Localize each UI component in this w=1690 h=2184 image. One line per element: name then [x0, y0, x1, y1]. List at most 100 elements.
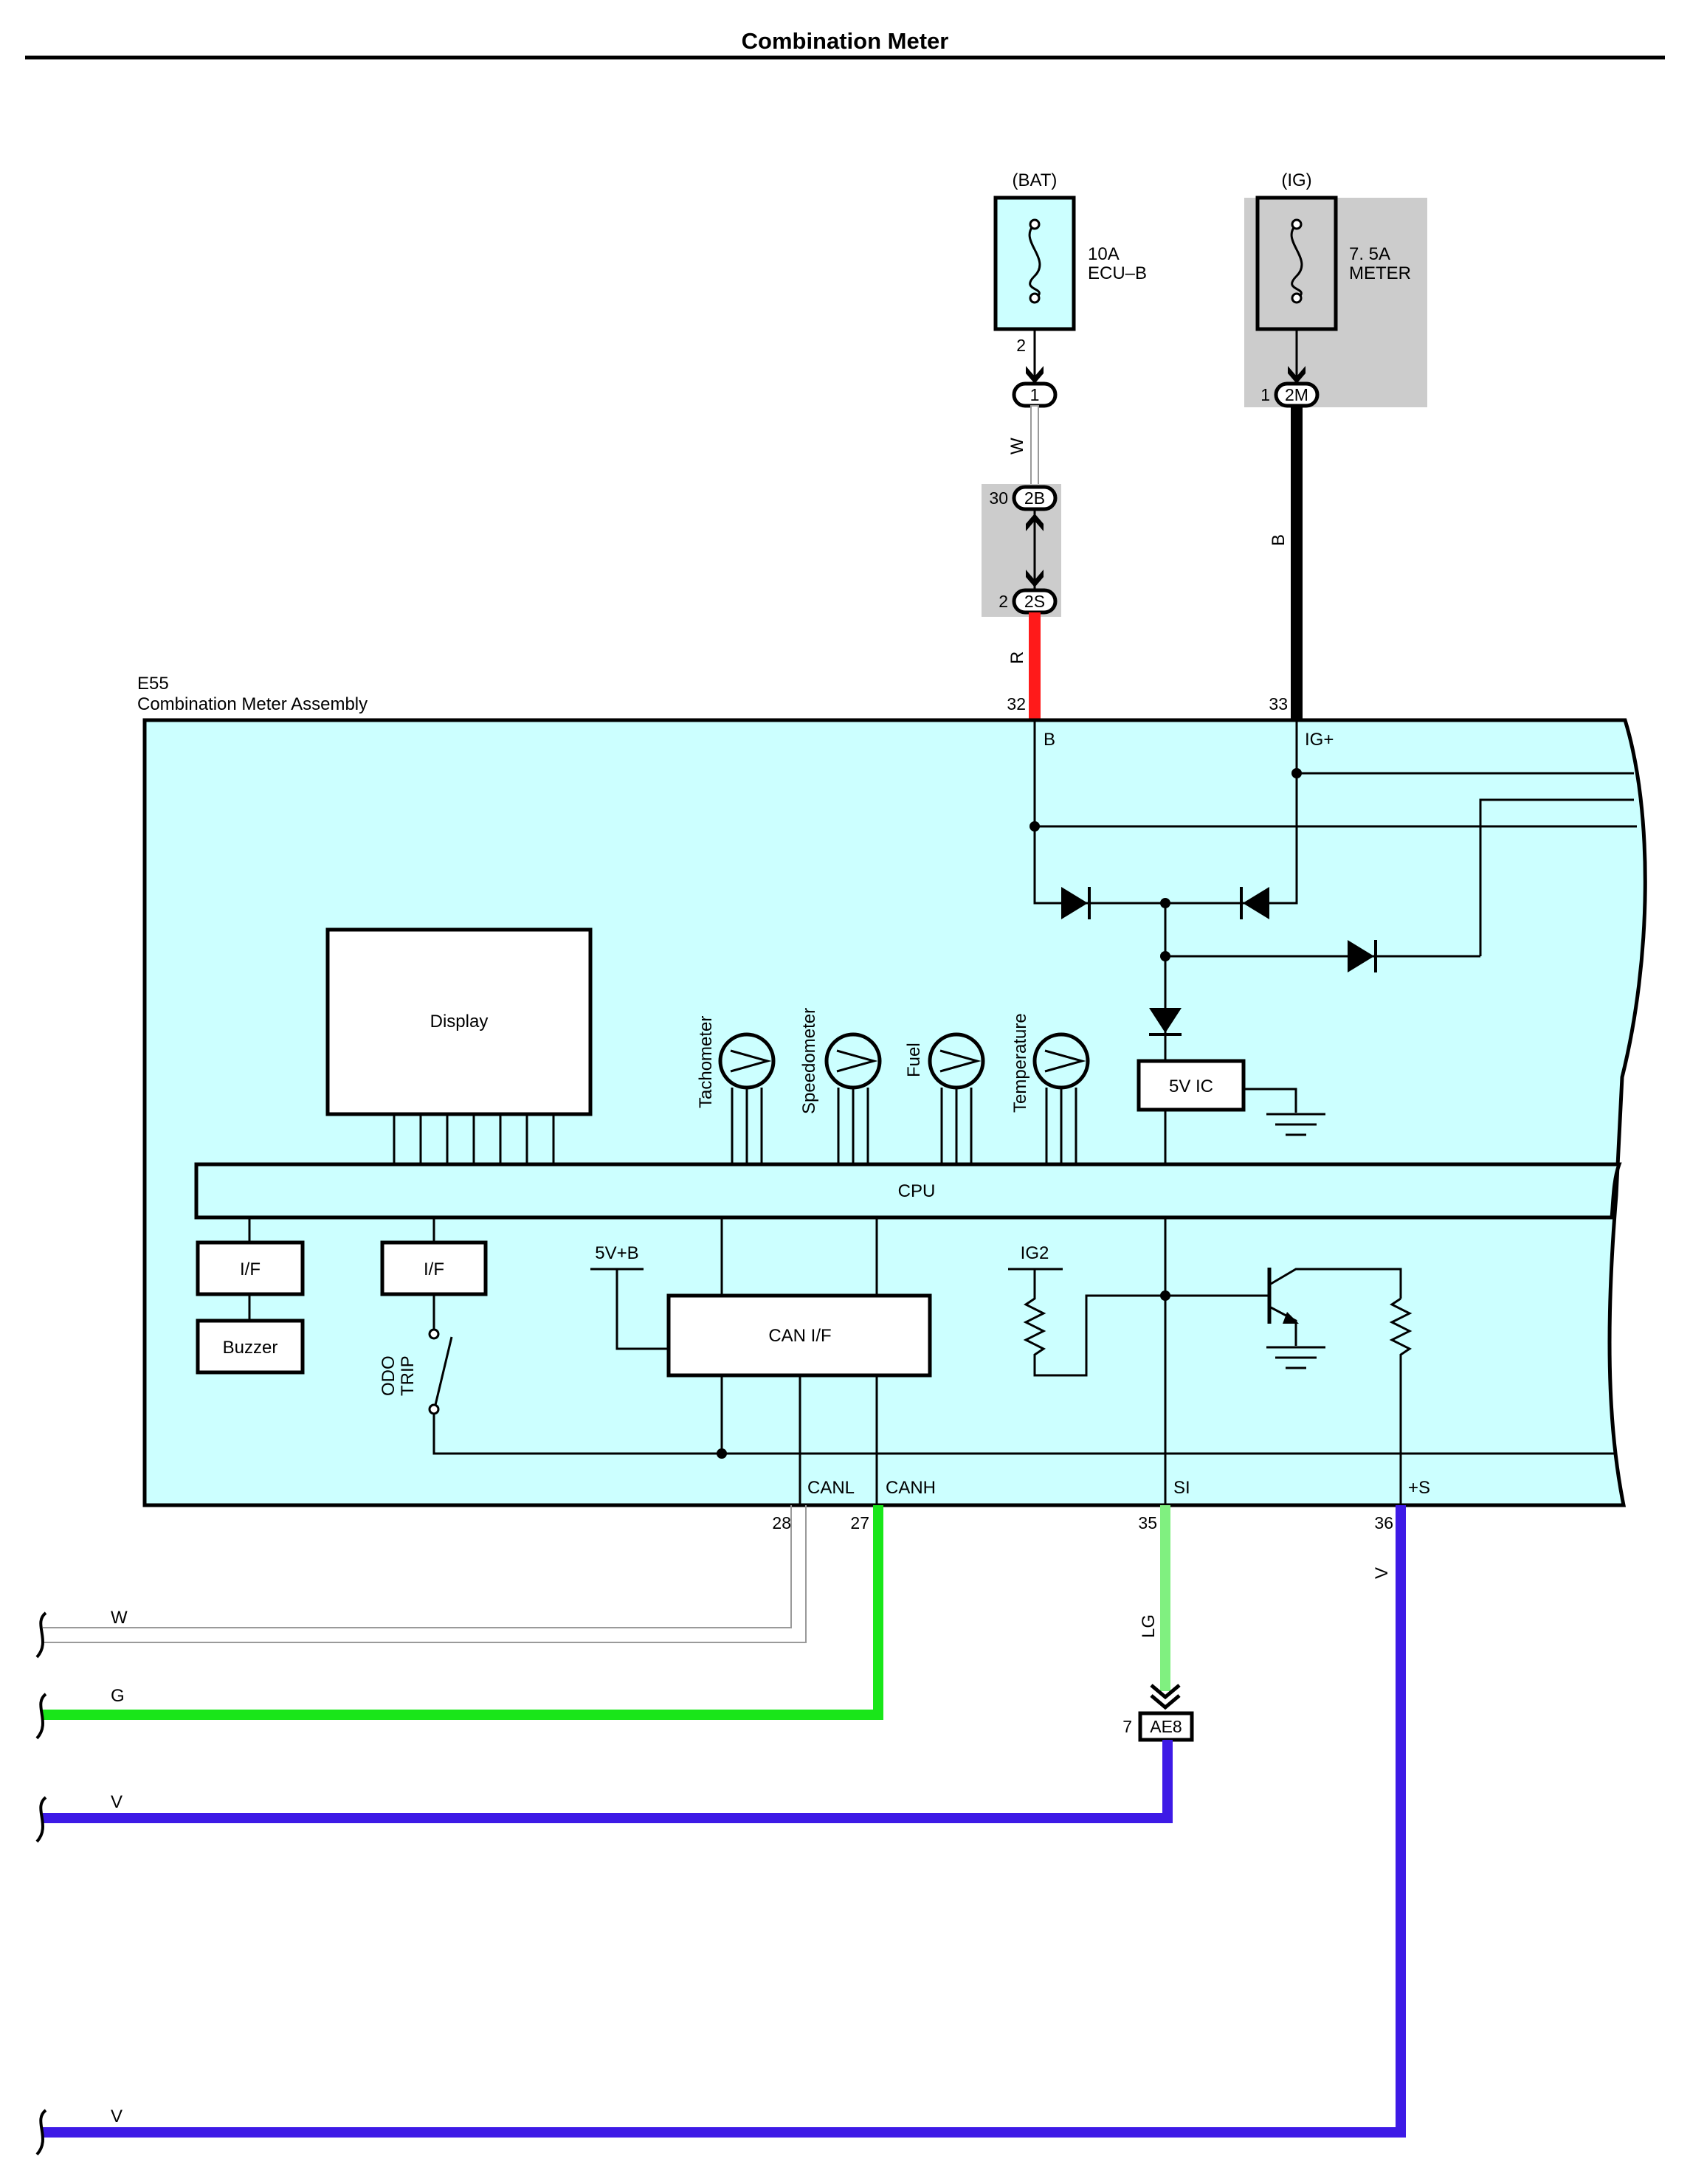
v5b-label: 5V+B	[595, 1243, 638, 1263]
ig2-label: IG2	[1021, 1243, 1049, 1263]
node-ig	[1291, 768, 1302, 778]
wire-g-can-label: G	[111, 1686, 125, 1706]
component-id: E55	[137, 674, 169, 694]
terminal-plus-s: +S	[1408, 1478, 1430, 1498]
display-label: Display	[430, 1012, 489, 1031]
pin-27: 27	[850, 1513, 869, 1532]
diode-b-icon	[1061, 887, 1088, 919]
pin-ae8: 7	[1122, 1717, 1132, 1736]
connector-2s-label: 2S	[1024, 592, 1045, 611]
gauge-temperature-label: Temperature	[1010, 1013, 1030, 1113]
conn-ae8-arrow-2	[1150, 1694, 1181, 1710]
switch-trip-label: TRIP	[398, 1355, 418, 1396]
pin-2s: 2	[999, 592, 1008, 611]
wire-b-top-label: B	[1269, 534, 1289, 546]
wire-break-g	[35, 1693, 47, 1740]
switch-terminal-top	[428, 1328, 440, 1340]
pin-28: 28	[772, 1513, 791, 1532]
gauge-speedometer-label: Speedometer	[799, 1008, 819, 1114]
fuse-meter-icon	[1290, 223, 1303, 301]
switch-odo-label: ODO	[379, 1355, 399, 1396]
wire-w-can-label: W	[111, 1608, 128, 1628]
wire-b-top	[1291, 406, 1303, 720]
diode-3-icon	[1348, 940, 1374, 972]
ic-5v-label: 5V IC	[1169, 1077, 1213, 1096]
odo-trip-switch-icon	[434, 1336, 453, 1406]
wire-w-can	[43, 1505, 792, 1628]
terminal-ig-plus: IG+	[1305, 730, 1334, 750]
diode-4-icon	[1149, 1008, 1182, 1033]
wire-w-can-inner	[43, 1505, 807, 1643]
pin-33: 33	[1269, 694, 1288, 713]
buzzer-label: Buzzer	[223, 1338, 278, 1358]
terminal-canl: CANL	[807, 1478, 855, 1498]
pin-2m: 1	[1260, 385, 1270, 404]
plus-s-resistor-icon	[1389, 1297, 1413, 1505]
wire-w-top-label: W	[1007, 438, 1027, 455]
fuse-ecub-terminal-bottom	[1029, 292, 1041, 304]
fuse-meter-name: METER	[1349, 263, 1411, 283]
wire-v-plus-s	[43, 1505, 1406, 2138]
gauge-fuel	[928, 1032, 985, 1164]
wire-v-si	[43, 1740, 1173, 1823]
cpu-bar	[194, 1162, 1622, 1220]
if1-box	[196, 1240, 305, 1296]
wire-v-si-label: V	[111, 1792, 123, 1812]
cpu-label: CPU	[898, 1181, 936, 1201]
conn-2m-arrow	[1288, 366, 1306, 384]
terminal-b: B	[1044, 730, 1055, 750]
pin-35: 35	[1138, 1513, 1157, 1532]
buzzer-box	[196, 1319, 305, 1375]
fuse-ecub-rating: 10A	[1088, 244, 1120, 264]
wire-r-top-label: R	[1007, 652, 1027, 664]
wire-g-can	[43, 1505, 883, 1720]
pin-32: 32	[1007, 694, 1026, 713]
connector-2m-label: 2M	[1285, 385, 1308, 404]
wire-w-top	[1030, 405, 1039, 486]
wire-v-plus-s-vertical-label: V	[1372, 1567, 1392, 1579]
conn-1-arrow	[1026, 366, 1044, 384]
transistor-emitter-arrow	[1283, 1312, 1299, 1324]
gauge-speedometer	[824, 1032, 882, 1164]
wire-r-top	[1029, 612, 1041, 720]
ic-ground-wire	[1244, 1088, 1297, 1113]
wire-break-v1	[35, 1796, 47, 1843]
conn-2s-arrow	[1026, 570, 1044, 587]
terminal-si: SI	[1173, 1478, 1190, 1498]
fuse-meter-terminal-bottom	[1291, 292, 1303, 304]
switch-ground-line	[432, 1414, 1616, 1455]
conn-ae8-arrow-1	[1150, 1684, 1181, 1700]
internal-bus-line	[1479, 798, 1634, 956]
fuse-ecub-terminal-top	[1029, 218, 1041, 230]
wire-break-v2	[35, 2109, 47, 2156]
diagram-title: Combination Meter	[742, 28, 949, 54]
fuse-meter-rating: 7. 5A	[1349, 244, 1390, 264]
gauge-tachometer-label: Tachometer	[696, 1016, 716, 1108]
component-name: Combination Meter Assembly	[137, 694, 368, 714]
fuse-ecub-icon	[1028, 223, 1041, 301]
gauge-temperature	[1032, 1032, 1090, 1164]
v5b-wire	[615, 1269, 669, 1350]
transistor-collector	[1270, 1268, 1402, 1299]
fuse-source-ig: (IG)	[1281, 170, 1311, 190]
diode-ig-icon	[1243, 887, 1269, 919]
ic-5v-box	[1137, 1059, 1246, 1112]
pin-fuse-ecub: 2	[1016, 336, 1026, 355]
ig2-resistor-icon	[1023, 1269, 1165, 1377]
wire-break-w	[35, 1611, 47, 1659]
display-bus	[393, 1114, 555, 1164]
internal-ig-line	[1269, 720, 1298, 905]
fuse-meter-terminal-top	[1291, 218, 1303, 230]
display-box	[325, 927, 593, 1116]
gauge-fuel-label: Fuel	[904, 1043, 924, 1077]
pin-36: 36	[1374, 1513, 1393, 1532]
switch-terminal-bottom	[428, 1403, 440, 1415]
internal-b-line	[1033, 720, 1067, 905]
fuse-source-bat: (BAT)	[1013, 170, 1058, 190]
if1-label: I/F	[240, 1259, 261, 1279]
connector-2b-label: 2B	[1024, 488, 1045, 508]
wire-lg-si-label: LG	[1139, 1614, 1159, 1638]
gauge-tachometer	[718, 1032, 776, 1164]
connector-ae8-label: AE8	[1150, 1717, 1182, 1736]
